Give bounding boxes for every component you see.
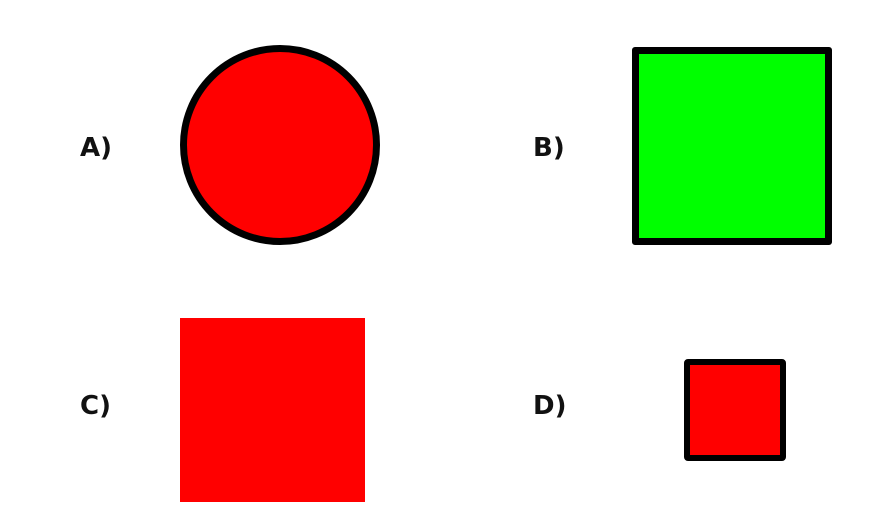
green-square-shape <box>632 47 832 245</box>
option-d-label: D) <box>533 391 567 421</box>
option-a-label: A) <box>80 133 113 163</box>
red-circle-shape <box>180 45 380 245</box>
small-red-square-shape <box>684 359 786 461</box>
option-b-label: B) <box>533 133 565 163</box>
red-square-no-outline-shape <box>180 318 365 502</box>
option-c-label: C) <box>80 391 111 421</box>
